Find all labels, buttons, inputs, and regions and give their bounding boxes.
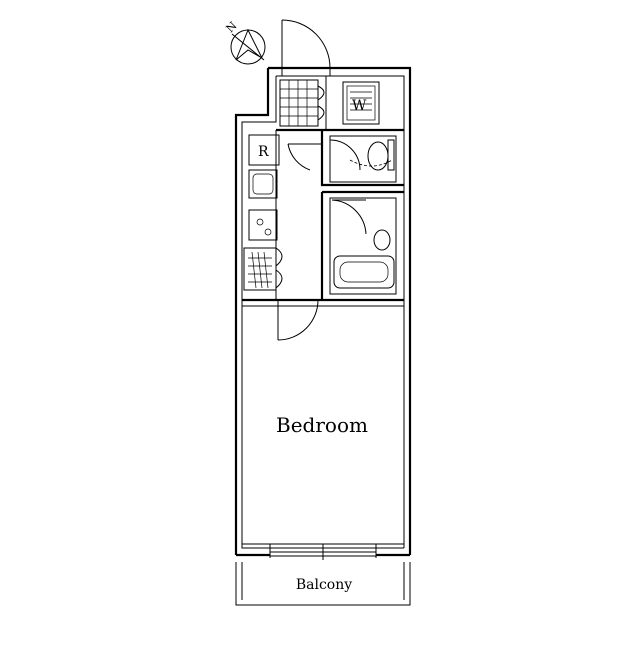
refrigerator-space: R [248,134,280,166]
bedroom: Bedroom [241,305,405,545]
balcony-window [269,544,377,560]
balcony-label: Balcony [296,577,352,593]
storage-shelves [243,247,283,291]
hall-walls [242,128,404,302]
washer-space: W [342,81,380,125]
entrance-tiles [279,79,319,127]
stove [248,209,278,241]
bedroom-label: Bedroom [276,413,368,437]
refrigerator-label: R [258,144,269,160]
toilet-room [329,135,397,183]
balcony: Balcony [235,562,411,606]
kitchen-door [287,143,322,171]
bathroom [329,197,397,295]
entrance-door [281,19,331,76]
kitchen-sink [248,169,278,199]
shoe-storage [317,76,327,130]
bedroom-door [277,299,319,341]
north-label: N [224,19,240,35]
washer-label: W [352,98,367,114]
north-compass: N [224,19,266,65]
